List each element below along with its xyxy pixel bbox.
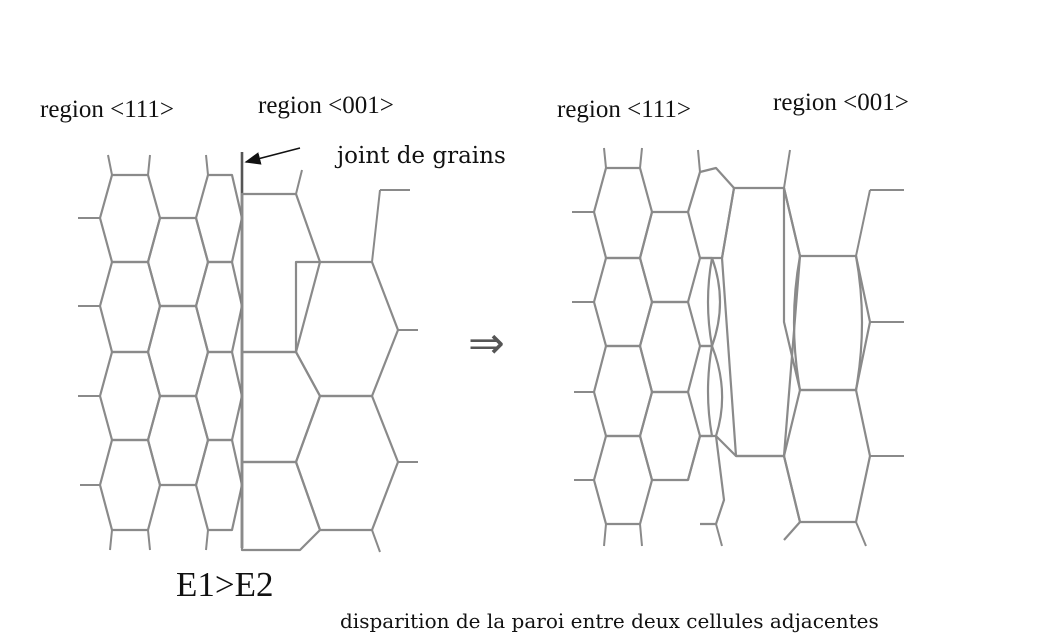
- label-region-111-left: region <111>: [40, 96, 174, 123]
- transformation-arrow-icon: ⇒: [468, 318, 505, 369]
- cell: [700, 256, 714, 348]
- cell: [792, 255, 802, 391]
- cell-edge-stub: [697, 149, 723, 547]
- caption: disparition de la paroi entre deux cellu…: [340, 609, 879, 633]
- cell-edge-stub: [295, 169, 418, 553]
- left-small-cells: [78, 154, 244, 551]
- cell-edge-stub: [783, 149, 904, 547]
- cell: [638, 210, 702, 304]
- label-region-111-right: region <111>: [557, 96, 691, 123]
- label-energy-relation: E1>E2: [176, 565, 274, 604]
- label-region-001-left: region <001>: [258, 92, 394, 119]
- cell: [686, 434, 726, 526]
- right-small-cells: [572, 147, 702, 547]
- cell: [736, 454, 802, 541]
- left-large-cells: [240, 169, 418, 553]
- cell: [782, 186, 872, 392]
- cell: [194, 438, 244, 532]
- cell-edge-stub: [572, 147, 643, 547]
- cell: [700, 344, 714, 438]
- cell: [240, 350, 322, 464]
- cell: [194, 350, 244, 442]
- cell: [194, 260, 244, 354]
- cell: [240, 192, 322, 354]
- cell: [240, 460, 322, 552]
- cell: [710, 345, 737, 457]
- cell: [782, 388, 872, 524]
- cell: [686, 166, 736, 260]
- right-merging-cells: [686, 149, 737, 547]
- cell: [710, 257, 722, 347]
- cell: [638, 300, 702, 394]
- label-region-001-right: region <001>: [773, 89, 909, 116]
- cell: [854, 255, 864, 391]
- cell: [294, 260, 400, 398]
- cell-edge-stub: [78, 154, 209, 551]
- cell: [194, 173, 244, 264]
- right-large-cells: [720, 149, 904, 547]
- grain-boundary-pointer-icon: [244, 147, 301, 165]
- cell: [720, 186, 802, 458]
- cell: [294, 394, 400, 532]
- label-grain-boundary: joint de grains: [337, 143, 506, 169]
